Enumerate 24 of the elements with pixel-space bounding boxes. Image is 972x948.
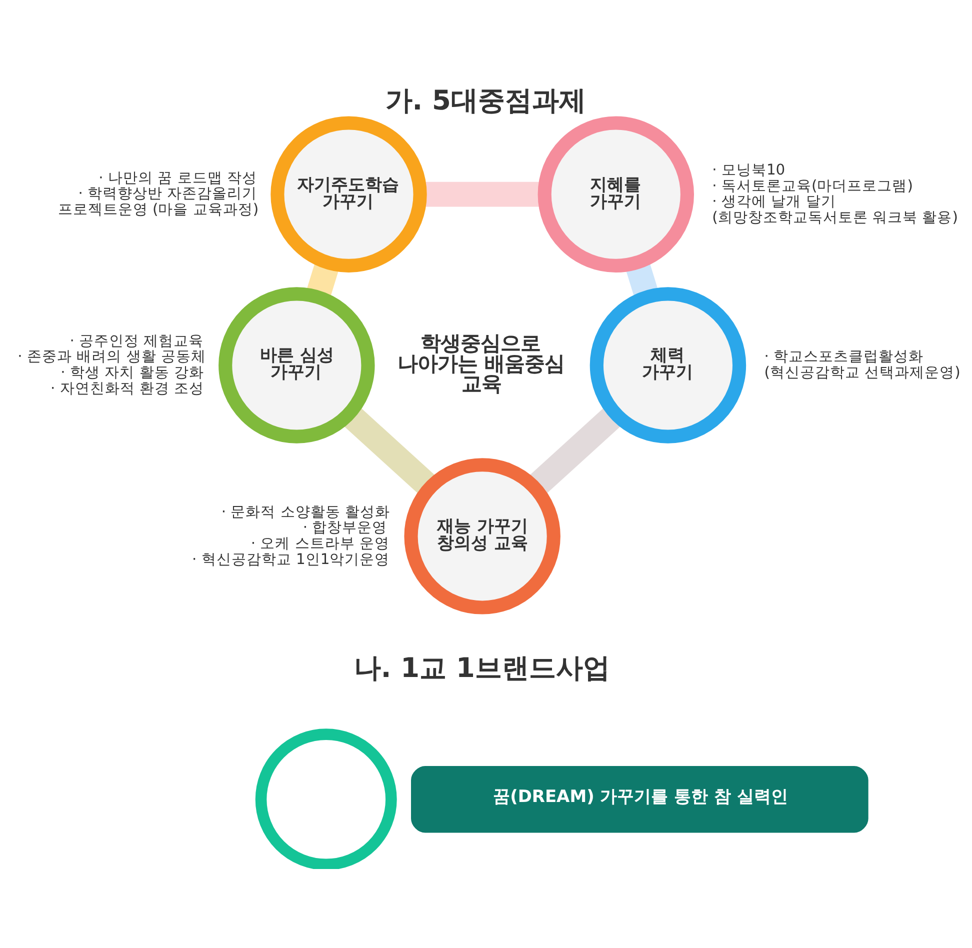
node-label: · 혁신공감학교 1인1악기운영 <box>192 550 390 568</box>
node-label: · 오케 스트라부 운영 <box>250 534 390 552</box>
node-label: · 학생 자치 활동 강화 <box>60 364 204 381</box>
node-label: · 존중과 배려의 생활 공동체 <box>18 348 206 365</box>
label: 나. 1교 1브랜드사업 <box>354 652 610 684</box>
node-circle: 지혜를 가꾸기 <box>538 116 694 272</box>
node-label: · 문화적 소양활동 활성화 <box>221 502 390 520</box>
diagram-title: 가. 5대중점과제 <box>385 85 586 116</box>
node-label: · 자연친화적 환경 조성 <box>50 379 204 396</box>
node-circle: 바른 심성 가꾸기 <box>218 286 375 443</box>
node-box: 꿈(DREAM) 가꾸기를 통한 참 실력인 <box>411 765 868 832</box>
node-label: · 모닝북10 <box>712 160 786 178</box>
node-label: · 생각에 날개 달기 (희망창조학교독서토론 워크북 활용) <box>712 192 958 226</box>
node-circle: 자기주도학습 가꾸기 <box>270 116 427 272</box>
node-circle: 체력 가꾸기 <box>590 286 746 443</box>
node-label: · 공주인정 제험교육 <box>70 332 204 349</box>
node-label: · 독서토론교육(마더프로그램) <box>712 176 913 194</box>
node-circle <box>255 728 397 868</box>
node-circle: 재능 가꾸기 창의성 교육 <box>404 458 560 614</box>
node-label: · 나만의 꿈 로드맵 작성 <box>98 168 257 186</box>
node-label: · 학력향상반 자존감올리기 프로젝트운영 (마을 교육과정) <box>58 184 259 218</box>
node-label: · 학교스포츠클럽활성화 (혁신공감학교 선택과제운영) <box>764 348 960 381</box>
label: 학생중심으로 나아가는 배움중심 교육 <box>397 330 565 396</box>
node-label: · 합창부운영 <box>302 518 388 536</box>
